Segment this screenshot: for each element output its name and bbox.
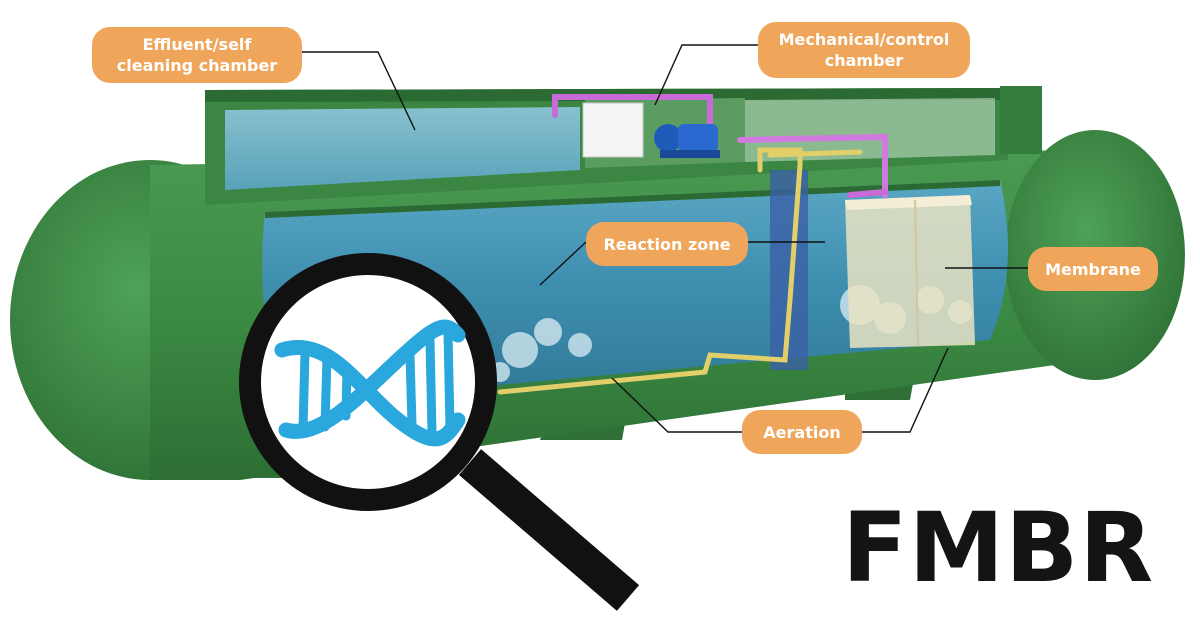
callout-reaction-zone: Reaction zone [586, 222, 748, 266]
callout-membrane-label: Membrane [1045, 259, 1141, 279]
callout-effluent-line-1: Effluent/self [142, 35, 252, 54]
callout-effluent-line-2: cleaning chamber [116, 56, 278, 75]
membrane-module [845, 195, 975, 348]
end-riser [1000, 86, 1042, 154]
callout-aeration: Aeration [742, 410, 862, 454]
reaction-zone-frame [265, 180, 1000, 218]
callout-membrane: Membrane [1028, 247, 1158, 291]
callout-mechanical-chamber: Mechanical/control chamber [758, 22, 970, 78]
dna-icon [274, 319, 466, 447]
page-title: FMBR [842, 492, 1155, 604]
pump-icon [654, 124, 720, 158]
effluent-chamber-water [225, 107, 580, 190]
control-box-icon [582, 102, 644, 158]
pipework [497, 94, 888, 395]
callout-mechanical-line-2: chamber [824, 51, 904, 70]
top-right-cavity [745, 98, 995, 162]
callout-mechanical-line-1: Mechanical/control [778, 30, 950, 49]
leader-lines [302, 44, 1028, 433]
callout-aeration-label: Aeration [763, 422, 841, 442]
callout-reaction-label: Reaction zone [603, 234, 731, 254]
callout-effluent-chamber: Effluent/self cleaning chamber [92, 27, 302, 83]
